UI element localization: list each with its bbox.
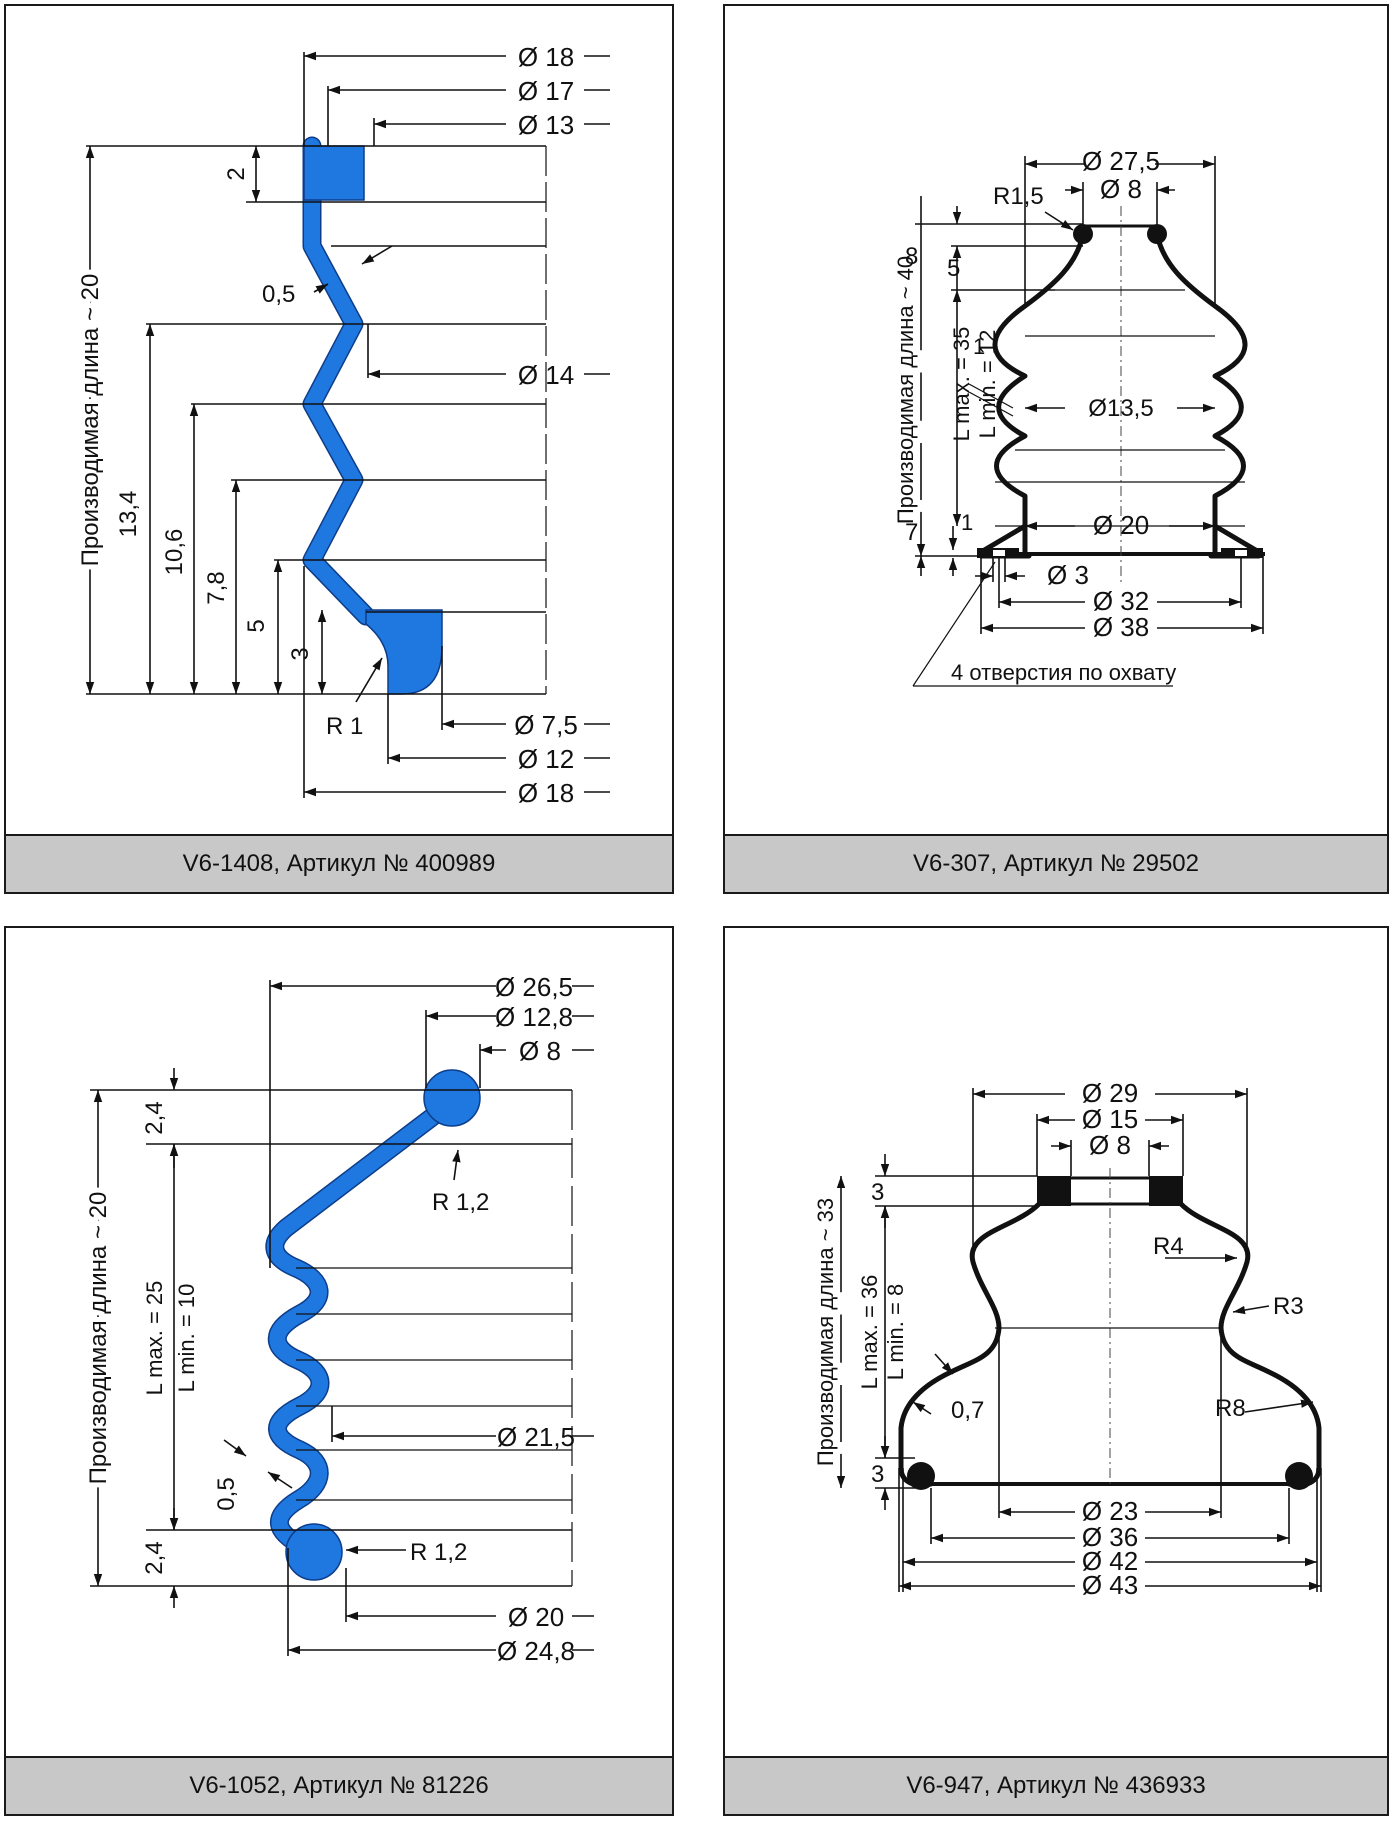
- dim-h3-bottom: 3: [871, 1461, 884, 1488]
- dim-d36: Ø 36: [1082, 1522, 1138, 1552]
- dim-r4: R4: [1153, 1233, 1184, 1260]
- dim-lmax: L max. = 36: [857, 1275, 882, 1390]
- dim-d27-5: Ø 27,5: [1082, 146, 1160, 176]
- dim-h13-4: 13,4: [115, 491, 142, 538]
- dim-h1: 1: [961, 510, 973, 535]
- dim-h2-4-bottom: 2,4: [141, 1541, 168, 1574]
- dim-d29: Ø 29: [1082, 1078, 1138, 1108]
- dim-h2: 2: [223, 167, 250, 180]
- dim-t0-5: 0,5: [262, 281, 295, 308]
- dim-d12-8: Ø 12,8: [495, 1002, 573, 1032]
- dim-d20: Ø 20: [1093, 510, 1149, 540]
- dim-d24-8: Ø 24,8: [497, 1636, 575, 1666]
- dim-r1-5: R1,5: [993, 183, 1044, 210]
- dim-d13: Ø 13: [518, 110, 574, 140]
- dim-d8: Ø 8: [1089, 1130, 1131, 1160]
- dim-length: Производимая длина ~ 20: [85, 1192, 112, 1485]
- dim-r1-2-top: R 1,2: [432, 1189, 489, 1216]
- dim-length: Производимая длина ~ 40: [893, 256, 918, 524]
- dim-d20: Ø 20: [508, 1602, 564, 1632]
- dim-d8: Ø 8: [1100, 174, 1142, 204]
- dim-h8: 8: [905, 243, 918, 270]
- dim-t0-5: 0,5: [213, 1477, 240, 1510]
- drawing-v6-307: Ø 27,5 Ø 8 R1,5 Производимая длина ~ 40 …: [888, 146, 1265, 687]
- dim-d42: Ø 42: [1082, 1546, 1138, 1576]
- dim-d15: Ø 15: [1082, 1104, 1138, 1134]
- note-holes: 4 отверстия по охвату: [951, 660, 1176, 685]
- dim-h5: 5: [947, 255, 960, 282]
- part-caption: V6-1408, Артикул № 400989: [6, 834, 672, 892]
- dim-d17: Ø 17: [518, 76, 574, 106]
- dim-h7: 7: [905, 519, 918, 546]
- dim-d3: Ø 3: [1047, 560, 1089, 590]
- dim-d18-bottom: Ø 18: [518, 778, 574, 808]
- dim-length: Производимая длина ~ 20: [77, 274, 104, 567]
- dim-d21-5: Ø 21,5: [497, 1422, 575, 1452]
- drawing-panel-v6-1052: Ø 26,5 Ø 12,8 Ø 8 2,4 R 1,2 Производимая…: [4, 926, 674, 1816]
- drawing-v6-1052: Ø 26,5 Ø 12,8 Ø 8 2,4 R 1,2 Производимая…: [80, 972, 594, 1666]
- drawing-v6-947: Ø 29 Ø 15 Ø 8 3 Производимая длина ~ 33 …: [808, 1078, 1322, 1600]
- dim-h10-6: 10,6: [161, 529, 188, 576]
- part-caption: V6-307, Артикул № 29502: [725, 834, 1387, 892]
- dim-h5: 5: [243, 619, 270, 632]
- dim-r3: R3: [1273, 1293, 1304, 1320]
- dim-d14: Ø 14: [518, 360, 574, 390]
- dim-lmin: L min. = 10: [174, 1284, 199, 1393]
- dim-d13-5: Ø13,5: [1088, 395, 1153, 422]
- dim-d7-5: Ø 7,5: [514, 710, 578, 740]
- dim-h3-top: 3: [871, 1179, 884, 1206]
- dim-h3: 3: [287, 647, 314, 660]
- drawing-v6-1408: Ø 18 Ø 17 Ø 13 Ø 14 Ø 7,5 Ø 12 Ø 18 2 0,…: [72, 42, 610, 808]
- part-caption: V6-947, Артикул № 436933: [725, 1756, 1387, 1814]
- dim-d38: Ø 38: [1093, 612, 1149, 642]
- dim-lmin: L min. = 12: [975, 330, 1000, 439]
- dim-d43: Ø 43: [1082, 1570, 1138, 1600]
- dim-length: Производимая длина ~ 33: [813, 1198, 838, 1466]
- drawing-panel-v6-1408: Ø 18 Ø 17 Ø 13 Ø 14 Ø 7,5 Ø 12 Ø 18 2 0,…: [4, 4, 674, 894]
- dim-d23: Ø 23: [1082, 1496, 1138, 1526]
- dim-lmax: L max. = 25: [142, 1281, 167, 1396]
- dim-d12: Ø 12: [518, 744, 574, 774]
- dim-d8: Ø 8: [519, 1036, 561, 1066]
- dim-d32: Ø 32: [1093, 586, 1149, 616]
- drawing-panel-v6-947: Ø 29 Ø 15 Ø 8 3 Производимая длина ~ 33 …: [723, 926, 1389, 1816]
- dim-d26-5: Ø 26,5: [495, 972, 573, 1002]
- dim-h7-8: 7,8: [203, 571, 230, 604]
- drawing-panel-v6-307: Ø 27,5 Ø 8 R1,5 Производимая длина ~ 40 …: [723, 4, 1389, 894]
- part-caption: V6-1052, Артикул № 81226: [6, 1756, 672, 1814]
- dim-lmin: L min. = 8: [883, 1284, 908, 1380]
- dim-r1-2-bottom: R 1,2: [410, 1539, 467, 1566]
- dim-h2-4-top: 2,4: [141, 1101, 168, 1134]
- dim-r8: R8: [1215, 1395, 1246, 1422]
- dim-r1: R 1: [326, 713, 363, 740]
- dim-t0-7: 0,7: [951, 1397, 984, 1424]
- dim-t1: 1: [973, 334, 985, 359]
- dim-d18-top: Ø 18: [518, 42, 574, 72]
